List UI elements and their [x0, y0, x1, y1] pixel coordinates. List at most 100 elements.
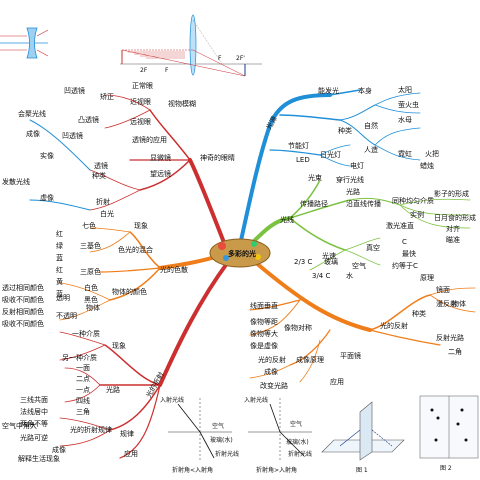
node-lens-normal-eye: 正常眼 — [132, 81, 153, 90]
node-color-opaque: 不透明 — [56, 312, 77, 320]
node-light-source-glow: 能发光 — [318, 86, 339, 95]
refr-left-incident: 入射光线 — [160, 396, 184, 404]
node-light-source-jellyfish: 水母 — [398, 115, 412, 124]
node-refr-one-face: 一面 — [76, 364, 90, 372]
refr-left-air: 空气 — [212, 422, 224, 430]
node-prop-two-thirds: 2/3 C — [294, 258, 312, 266]
node-prop-fastest: 最快 — [402, 249, 416, 258]
node-color-white: 白色 — [84, 283, 98, 292]
node-refr-application: 应用 — [124, 449, 138, 458]
node-prop-eclipse: 日月食的形成 — [434, 213, 476, 222]
node-lens-virtual-image: 虚像 — [40, 193, 54, 202]
node-prop-beam: 光束 — [308, 173, 322, 182]
node-color-three-primaries: 三基色 — [80, 241, 101, 250]
node-color-reflect-same: 反射相同颜色 — [2, 307, 44, 316]
node-light-source-sun: 太阳 — [398, 85, 412, 94]
branch-title-light-source[interactable]: 光源 — [264, 114, 279, 131]
node-refl-plane-mirror: 平面镜 — [340, 351, 361, 360]
node-light-source-torch: 火把 — [425, 149, 439, 158]
node-light-source-energy-lamp: 节能灯 — [288, 141, 309, 150]
node-refr-two-points: 二点 — [76, 375, 90, 383]
node-lens-microscope: 显微镜 — [150, 153, 171, 162]
refr-left-glass: 玻璃(水) — [210, 436, 233, 444]
node-lens-refract: 折射 — [96, 197, 110, 206]
node-refl-reflection: 光的反射 — [258, 355, 286, 364]
node-prop-medium: 同种均匀介质 — [392, 196, 434, 205]
node-refr-unequal-angles: 两角不等 — [20, 419, 48, 428]
node-refl-virtual-image: 像是虚像 — [250, 341, 278, 350]
node-color-transmit-same: 透过相同颜色 — [2, 283, 44, 292]
node-refr-one-medium: 一种介质 — [72, 329, 100, 338]
node-refr-reversible: 光路可逆 — [20, 433, 48, 442]
node-prop-vacuum: 真空 — [366, 243, 380, 252]
node-prop-path: 光路 — [346, 187, 360, 196]
figure-2-caption: 图 2 — [440, 465, 452, 472]
node-color-pigment-primaries: 三原色 — [80, 267, 101, 276]
node-color-black: 黑色 — [84, 295, 98, 304]
node-lens-hyperopia: 远视眼 — [130, 117, 151, 126]
node-refr-one-point: 一点 — [76, 386, 90, 394]
node-refr-rule: 规律 — [120, 429, 134, 438]
node-prop-air: 空气 — [352, 261, 366, 270]
convex-lens-diagram: 2F F F 2F' — [120, 14, 262, 77]
node-color-light-mix: 色光的混合 — [118, 245, 153, 254]
node-refr-air-angle-big: 空气中角大 — [2, 421, 37, 430]
node-refr-coplanar: 三线共面 — [20, 395, 48, 404]
node-lens-correct: 矫正 — [100, 92, 114, 101]
node-color-green: 绿 — [56, 241, 63, 250]
branch-title-reflection[interactable]: 光的反射 — [380, 321, 408, 330]
center-node[interactable]: 多彩的光 — [209, 238, 271, 268]
refraction-diagram-left: 入射光线 空气 玻璃(水) 折射光线 折射角<入射角 — [160, 396, 239, 474]
node-prop-laser: 激光准直 — [386, 221, 414, 230]
node-prop-aim: 瞄准 — [446, 235, 460, 244]
node-refr-explain: 解释生活现象 — [18, 454, 60, 463]
refr-right-incident: 入射光线 — [244, 396, 268, 404]
concave-lens-icon — [26, 27, 38, 59]
lens-label-f-right: F — [218, 55, 222, 62]
node-color-pigment-blue: 蓝 — [56, 289, 63, 298]
node-lens-concave: 凹透镜 — [64, 86, 85, 95]
branch-reflection — [249, 260, 476, 383]
node-refl-imaging: 成像 — [264, 367, 278, 376]
node-prop-align: 对齐 — [446, 224, 460, 233]
branch-title-lens[interactable]: 神奇的眼睛 — [200, 153, 235, 162]
node-light-source-fluorescent: 日光灯 — [320, 150, 341, 159]
convex-lens-icon — [189, 14, 197, 76]
concave-lens-diagram — [0, 27, 49, 59]
node-light-source-led: LED — [296, 156, 310, 164]
lens-label-2f-left: 2F — [140, 67, 148, 74]
node-light-source-neon: 霓虹 — [398, 149, 412, 158]
refr-right-glass: 玻璃(水) — [286, 438, 309, 446]
branch-title-color[interactable]: 光的色散 — [160, 265, 188, 274]
node-color-transparent: 透明 — [56, 294, 70, 302]
figure-1-caption: 图 1 — [356, 467, 368, 474]
branch-title-light-propagation[interactable]: 光线 — [280, 215, 294, 224]
node-prop-example: 实例 — [410, 210, 424, 219]
node-prop-speed: 光速 — [322, 251, 336, 260]
node-color-absorb-diff-2: 吸收不同颜色 — [2, 319, 44, 328]
node-lens-telescope: 望远镜 — [150, 169, 171, 178]
node-refr-normal-centre: 法线居中 — [20, 407, 48, 416]
node-refl-perpendicular: 线面垂直 — [250, 301, 278, 310]
node-refl-mirror: 镜面 — [436, 285, 450, 294]
node-lens-blurry: 视物模糊 — [168, 99, 196, 108]
node-prop-three-quarters: 3/4 C — [312, 272, 330, 280]
node-lens-diverge: 发散光线 — [2, 177, 30, 186]
branch-light-source — [238, 89, 421, 247]
node-light-source-natural: 自然 — [364, 121, 378, 130]
branch-lens — [29, 94, 227, 247]
refr-left-refracted: 折射光线 — [215, 450, 239, 458]
refraction-diagram-right: 入射光线 空气 玻璃(水) 折射光线 折射角>入射角 — [244, 396, 312, 474]
node-light-source-firefly: 萤火虫 — [398, 100, 419, 109]
node-refl-path: 反射光路 — [436, 333, 464, 342]
node-prop-approx-c: 约等于C — [392, 261, 418, 270]
refr-right-refracted: 折射光线 — [288, 450, 312, 458]
node-refl-diffuse: 漫反射 — [436, 299, 457, 308]
node-lens-concave-2: 凹透镜 — [62, 131, 83, 140]
node-lens-type: 种类 — [92, 171, 106, 180]
node-lens-myopia: 近视眼 — [130, 97, 151, 106]
node-color-absorb-diff-1: 吸收不同颜色 — [2, 295, 44, 304]
node-prop-straight: 沿直线传播 — [346, 199, 381, 208]
node-color-pigment-yellow: 黄 — [56, 277, 63, 286]
node-light-source-artificial: 人造 — [364, 145, 378, 154]
